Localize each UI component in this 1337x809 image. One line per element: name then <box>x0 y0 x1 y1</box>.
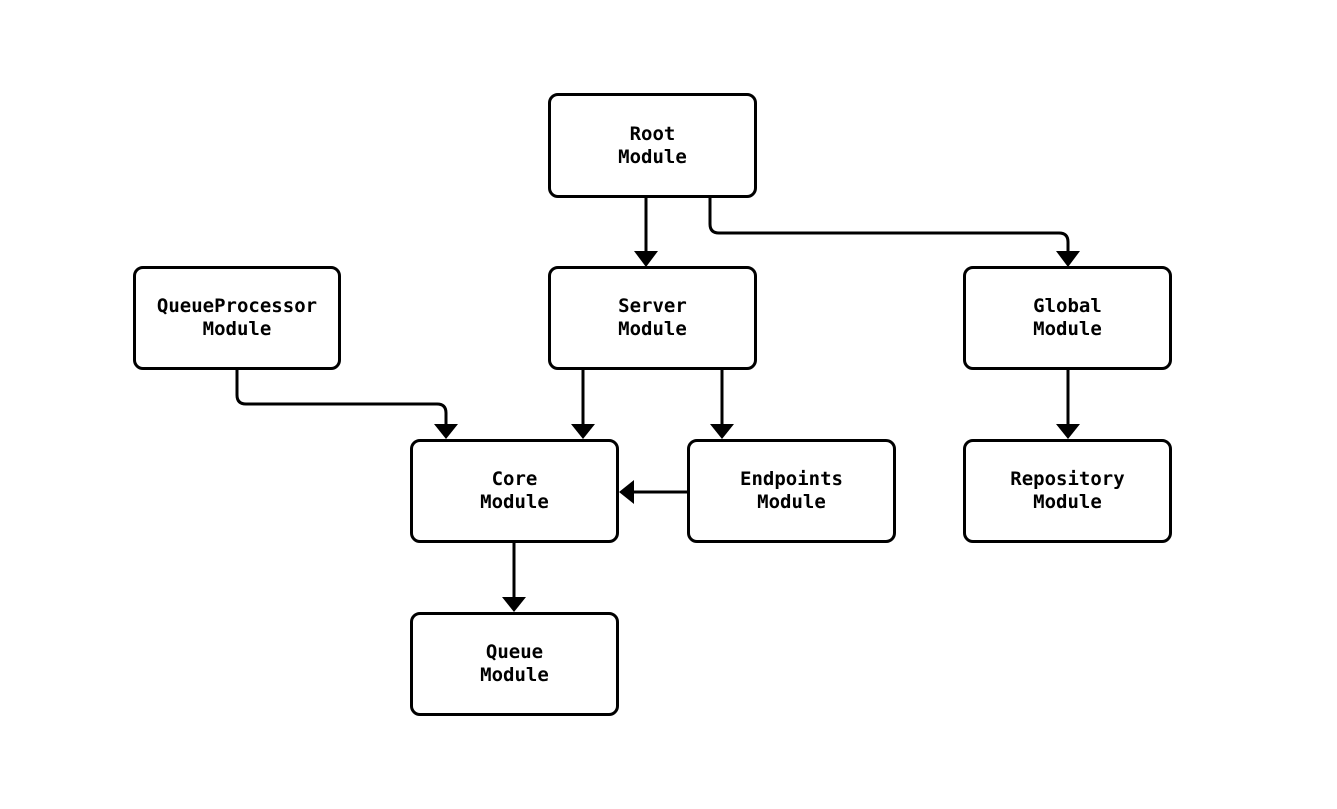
edge-line <box>708 198 1070 252</box>
node-queue: Queue Module <box>410 612 619 716</box>
edge-core-to-queue <box>502 543 526 612</box>
node-label: QueueProcessor Module <box>156 295 318 340</box>
arrowhead-icon <box>710 424 734 439</box>
arrowhead-icon <box>1056 251 1080 267</box>
edge-queue-processor-to-core <box>235 370 458 439</box>
arrowhead-icon <box>1056 424 1080 439</box>
node-label: Server Module <box>618 295 687 340</box>
edge-server-to-core <box>571 370 595 439</box>
node-label: Core Module <box>480 468 549 513</box>
node-root: Root Module <box>548 93 757 198</box>
node-global: Global Module <box>963 266 1172 370</box>
edge-line <box>235 370 448 424</box>
edge-server-to-endpoints <box>710 370 734 439</box>
node-core: Core Module <box>410 439 619 543</box>
node-repository: Repository Module <box>963 439 1172 543</box>
node-label: Endpoints Module <box>740 468 843 513</box>
arrowhead-icon <box>434 424 458 439</box>
node-server: Server Module <box>548 266 757 370</box>
arrowhead-icon <box>619 480 634 504</box>
arrowhead-icon <box>634 251 658 267</box>
node-label: Repository Module <box>1010 468 1125 513</box>
node-queue-processor: QueueProcessor Module <box>133 266 341 370</box>
edge-endpoints-to-core <box>619 480 687 504</box>
node-label: Queue Module <box>480 641 549 686</box>
edge-global-to-repository <box>1056 370 1080 439</box>
node-endpoints: Endpoints Module <box>687 439 896 543</box>
edge-root-to-server <box>634 198 658 267</box>
edge-root-to-global <box>708 198 1080 267</box>
arrowhead-icon <box>571 424 595 439</box>
node-label: Global Module <box>1033 295 1102 340</box>
node-label: Root Module <box>618 122 687 168</box>
arrowhead-icon <box>502 597 526 612</box>
